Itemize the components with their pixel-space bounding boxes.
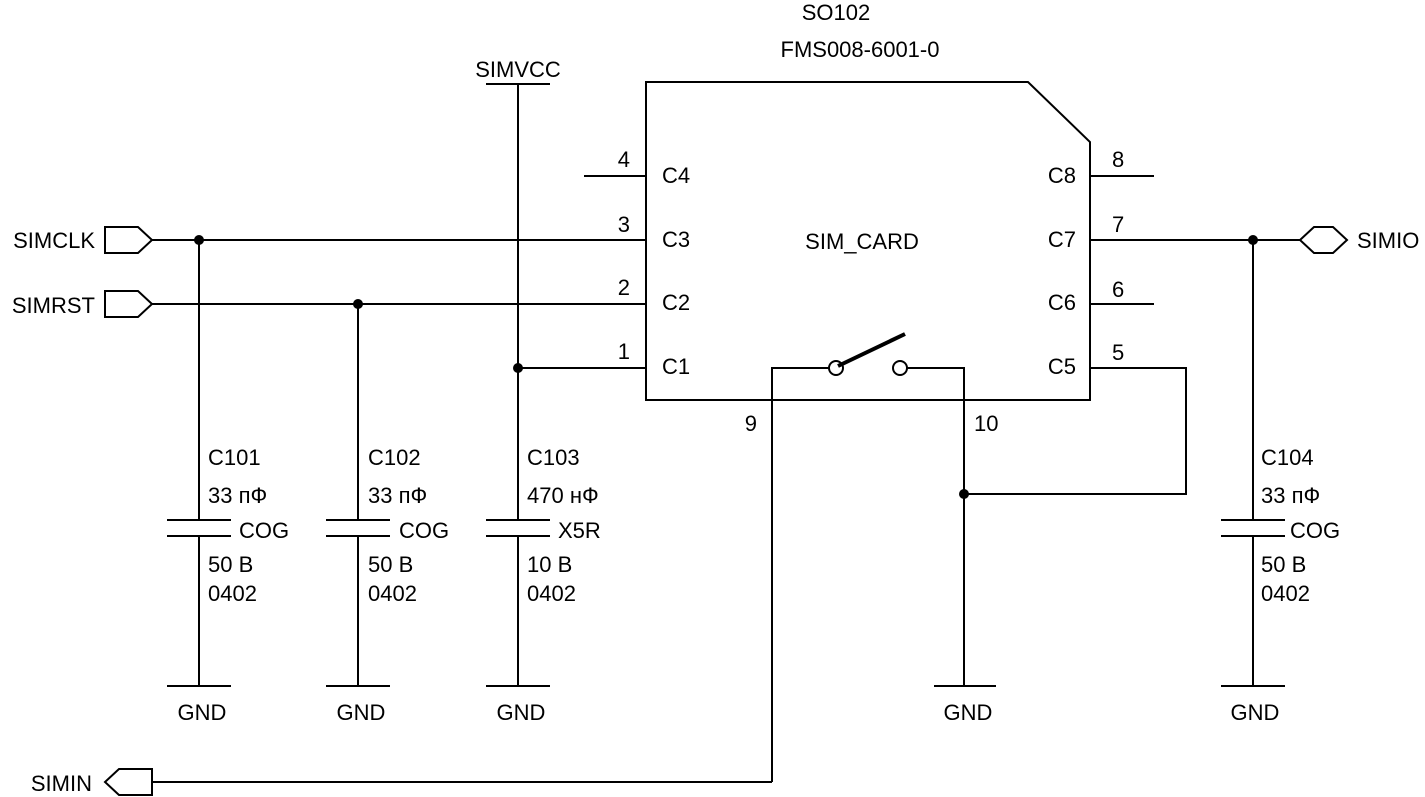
switch-gnd-label: GND [944, 700, 993, 725]
c104-package: 0402 [1261, 581, 1310, 606]
simin-label: SIMIN [31, 771, 92, 796]
pin-7-number: 7 [1112, 212, 1124, 237]
c102-gnd-label: GND [337, 700, 386, 725]
pin-5-name: C5 [1048, 354, 1076, 379]
switch-contact-left [828, 360, 844, 376]
junction-dot-simvcc [513, 363, 523, 373]
c101-ref: C101 [208, 445, 261, 470]
c102-package: 0402 [368, 581, 417, 606]
connector-body [645, 81, 1091, 401]
c103-value: 470 нФ [527, 483, 599, 508]
c104-gnd-label: GND [1231, 700, 1280, 725]
c102-ref: C102 [368, 445, 421, 470]
simclk-port-icon [104, 226, 154, 254]
pin-1-number: 1 [618, 339, 630, 364]
c103-package: 0402 [527, 581, 576, 606]
pin-2-number: 2 [618, 275, 630, 300]
switch-contact-right [892, 360, 908, 376]
switch-pin-10-wire [907, 367, 965, 686]
c101-value: 33 пФ [208, 483, 267, 508]
simrst-label: SIMRST [12, 293, 95, 318]
pin-3-name: C3 [662, 227, 690, 252]
pin-4-name: C4 [662, 163, 690, 188]
simvcc-label: SIMVCC [475, 57, 561, 82]
pin-7-name: C7 [1048, 227, 1076, 252]
switch-pin-9-wire [771, 367, 830, 782]
pin-3-number: 3 [618, 212, 630, 237]
junction-dot-gnd [959, 489, 969, 499]
pin-4-number: 4 [618, 147, 630, 172]
c103-gnd-label: GND [497, 700, 546, 725]
pin-9-number: 9 [745, 411, 757, 436]
pin-1-name: C1 [662, 354, 690, 379]
pin-5-number: 5 [1112, 340, 1124, 365]
component-body-label: SIM_CARD [805, 229, 919, 254]
c102-dielectric: COG [399, 518, 449, 543]
c104-voltage: 50 В [1261, 552, 1306, 577]
simin-port-icon [103, 768, 153, 796]
pin-6-name: C6 [1048, 290, 1076, 315]
c101-gnd-label: GND [178, 700, 227, 725]
simclk-label: SIMCLK [13, 228, 95, 253]
switch-lever [837, 332, 906, 368]
component-refdes: SO102 [802, 0, 871, 25]
c102-value: 33 пФ [368, 483, 427, 508]
pin-5-gnd-wire [964, 367, 1187, 495]
c104-dielectric: COG [1290, 518, 1340, 543]
c104-ref: C104 [1261, 445, 1314, 470]
pin-10-number: 10 [974, 411, 998, 436]
c103-ref: C103 [527, 445, 580, 470]
c103-dielectric: X5R [558, 518, 601, 543]
pin-8-number: 8 [1112, 147, 1124, 172]
simio-port-icon [1298, 226, 1349, 254]
pin-2-name: C2 [662, 290, 690, 315]
simio-label: SIMIO [1357, 228, 1419, 253]
component-part-number: FMS008-6001-0 [781, 37, 940, 62]
pin-6-number: 6 [1112, 277, 1124, 302]
simrst-port-icon [104, 290, 154, 318]
c103-voltage: 10 В [527, 552, 572, 577]
c104-value: 33 пФ [1261, 483, 1320, 508]
c102-voltage: 50 В [368, 552, 413, 577]
pin-8-name: C8 [1048, 163, 1076, 188]
c101-package: 0402 [208, 581, 257, 606]
c101-voltage: 50 В [208, 552, 253, 577]
c101-dielectric: COG [239, 518, 289, 543]
